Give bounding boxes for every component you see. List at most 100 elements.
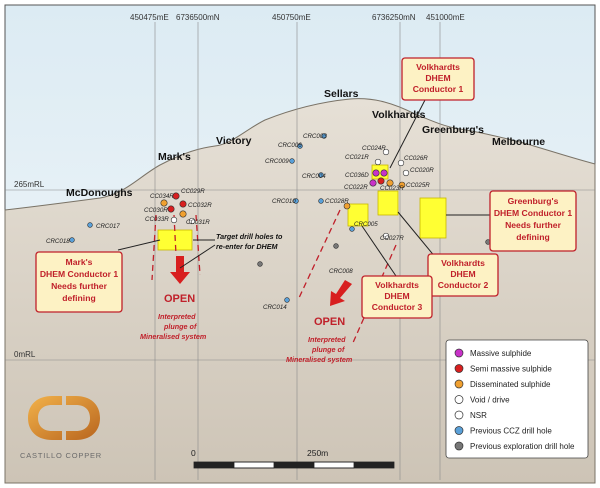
leader-line (397, 211, 437, 259)
previous-ccz-hole-marker (349, 226, 355, 232)
hole-label: CC022R (344, 184, 368, 191)
callout-line: DHEM (384, 291, 409, 301)
conductor-plates (157, 164, 447, 251)
nsr-marker (382, 148, 390, 156)
hole-label: CRC009 (265, 158, 289, 165)
drill-trace (173, 214, 177, 256)
interp-line: Interpreted (308, 335, 346, 344)
callout-line: Conductor 1 (413, 84, 464, 94)
interp-line: Interpreted (158, 312, 196, 321)
callout-line: Volkhardts (441, 258, 485, 268)
callout-line: Conductor 3 (372, 302, 423, 312)
disseminated-sulphide-marker (398, 181, 406, 189)
callout-line: DHEM (450, 269, 475, 279)
interp-line: Mineralised system (286, 355, 353, 364)
scale-outline (193, 461, 395, 469)
scale-segment (233, 461, 275, 469)
prospect-label: Victory (216, 135, 252, 147)
disseminated-sulphide-marker (179, 210, 187, 218)
hole-label: CC031R (186, 219, 210, 226)
scale-bar: 0 250m (191, 448, 395, 469)
open-arrows (170, 256, 352, 306)
callout-volk3: Volkhardts DHEM Conductor 3 (361, 275, 433, 319)
massive-sulphide-marker (380, 169, 388, 177)
hole-label: CRC014 (263, 304, 287, 311)
massive-sulphide-marker (372, 169, 380, 177)
open-label: OPEN (314, 316, 345, 328)
legend-swatch (454, 410, 464, 420)
hole-label: CC036D (345, 172, 369, 179)
hole-label: CC028R (325, 198, 349, 205)
callout-volk2: Volkhardts DHEM Conductor 2 (427, 253, 499, 297)
open-label: OPEN (164, 293, 195, 305)
nsr-marker (382, 232, 390, 240)
leader-line (389, 99, 426, 169)
grid (5, 22, 595, 480)
scale-end-label: 250m (307, 448, 328, 458)
prospect-names: McDonoughs Mark's Victory Sellars Volkha… (66, 88, 545, 199)
callout-greenburg1: Greenburg's DHEM Conductor 1 Needs furth… (489, 190, 577, 252)
massive-sulphide-marker (369, 179, 377, 187)
leader-line (179, 244, 216, 269)
previous-ccz-hole-marker (293, 198, 299, 204)
castillo-copper-logo: CASTILLO COPPER (20, 396, 102, 460)
hole-label: CRC006 (278, 142, 302, 149)
easting-label: 450750mE (272, 13, 311, 22)
legend-label: Semi massive sulphide (470, 365, 552, 374)
legend-box (445, 339, 589, 459)
hole-label: CC021R (345, 154, 369, 161)
hole-label: CRC008 (329, 268, 353, 275)
disseminated-sulphide-marker (160, 199, 168, 207)
previous-ccz-hole-marker (69, 237, 75, 243)
hole-label: CRC005 (354, 221, 378, 228)
previous-exploration-hole-marker (333, 243, 339, 249)
callout-box (401, 57, 475, 101)
semi-massive-sulphide-marker (179, 200, 187, 208)
legend-label: NSR (470, 411, 487, 420)
drill-trace (195, 214, 201, 276)
conductor-plate-volk3 (347, 203, 369, 227)
callout-line: Needs further (505, 220, 562, 230)
drill-hole-markers (69, 133, 491, 303)
semi-massive-sulphide-marker (377, 177, 385, 185)
hole-label: CC030R (144, 207, 168, 214)
scale-segment (354, 462, 394, 468)
open-annotations: OPEN Interpreted plunge of Mineralised s… (140, 293, 353, 364)
legend-swatch (454, 426, 464, 435)
nsr-marker (397, 159, 405, 167)
hole-label: CC020R (410, 167, 434, 174)
disseminated-sulphide-marker (343, 202, 351, 210)
scale-segment (313, 461, 355, 469)
disseminated-sulphide-marker (386, 179, 394, 187)
callout-box (361, 275, 433, 319)
leader-line (361, 225, 397, 277)
callout-line: defining (516, 232, 549, 242)
hole-label: CC024R (362, 145, 386, 152)
previous-ccz-hole-marker (87, 222, 93, 228)
callout-line: defining (62, 293, 95, 303)
previous-ccz-hole-marker (321, 133, 327, 139)
callout-marks1: Mark's DHEM Conductor 1 Needs further de… (35, 251, 123, 313)
drill-trace (151, 214, 157, 281)
hole-label: CC032R (188, 202, 212, 209)
callout-line: Volkhardts (416, 62, 460, 72)
logo-text: CASTILLO COPPER (20, 451, 102, 460)
nsr-marker (188, 217, 196, 225)
previous-ccz-hole-marker (284, 297, 290, 303)
legend-label: Void / drive (470, 396, 510, 405)
easting-label: 451000mE (426, 13, 465, 22)
target-note-line: re-enter for DHEM (216, 242, 279, 251)
elevation-label: 0mRL (14, 350, 36, 359)
callout-volk1: Volkhardts DHEM Conductor 1 (401, 57, 475, 101)
plunge-line (297, 209, 341, 301)
hole-label: CC026R (404, 155, 428, 162)
callout-box (35, 251, 123, 313)
legend-swatch (454, 441, 464, 451)
prospect-label: Sellars (324, 88, 359, 100)
northing-label: 6736250mN (372, 13, 416, 22)
legend-label: Previous exploration drill hole (470, 442, 575, 451)
legend-label: Previous CCZ drill hole (470, 427, 552, 436)
